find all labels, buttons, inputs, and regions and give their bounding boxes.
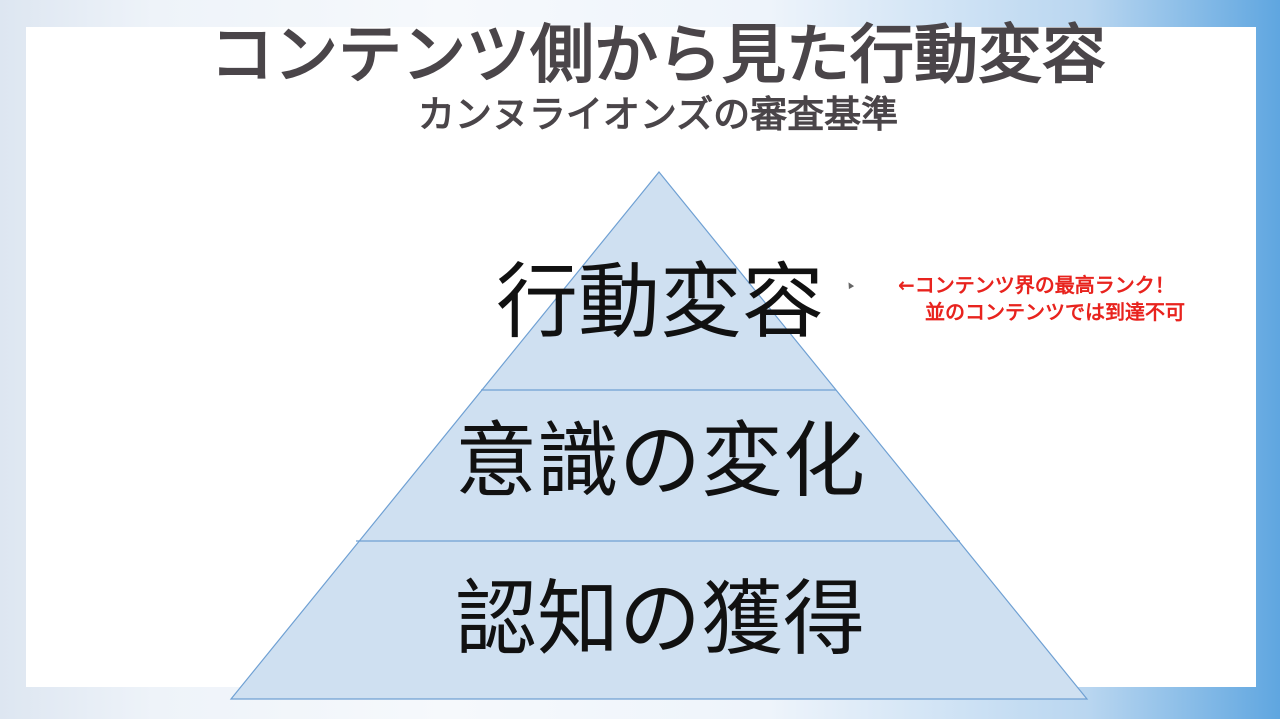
pyramid-tier-bottom-label: 認知の獲得 — [454, 572, 865, 667]
annotation-callout: ←コンテンツ界の最高ランク！ 並のコンテンツでは到達不可 — [898, 272, 1185, 326]
slide-title: コンテンツ側から見た行動変容 — [210, 19, 1106, 93]
slide-subtitle: カンヌライオンズの審査基準 — [417, 93, 899, 136]
annotation-line-2: 並のコンテンツでは到達不可 — [925, 300, 1185, 324]
pyramid-tier-top-label: 行動変容 — [495, 255, 824, 350]
pyramid-tier-middle-label: 意識の変化 — [454, 414, 865, 509]
pyramid-shape — [229, 171, 1089, 700]
annotation-line-1: ←コンテンツ界の最高ランク！ — [898, 273, 1175, 297]
